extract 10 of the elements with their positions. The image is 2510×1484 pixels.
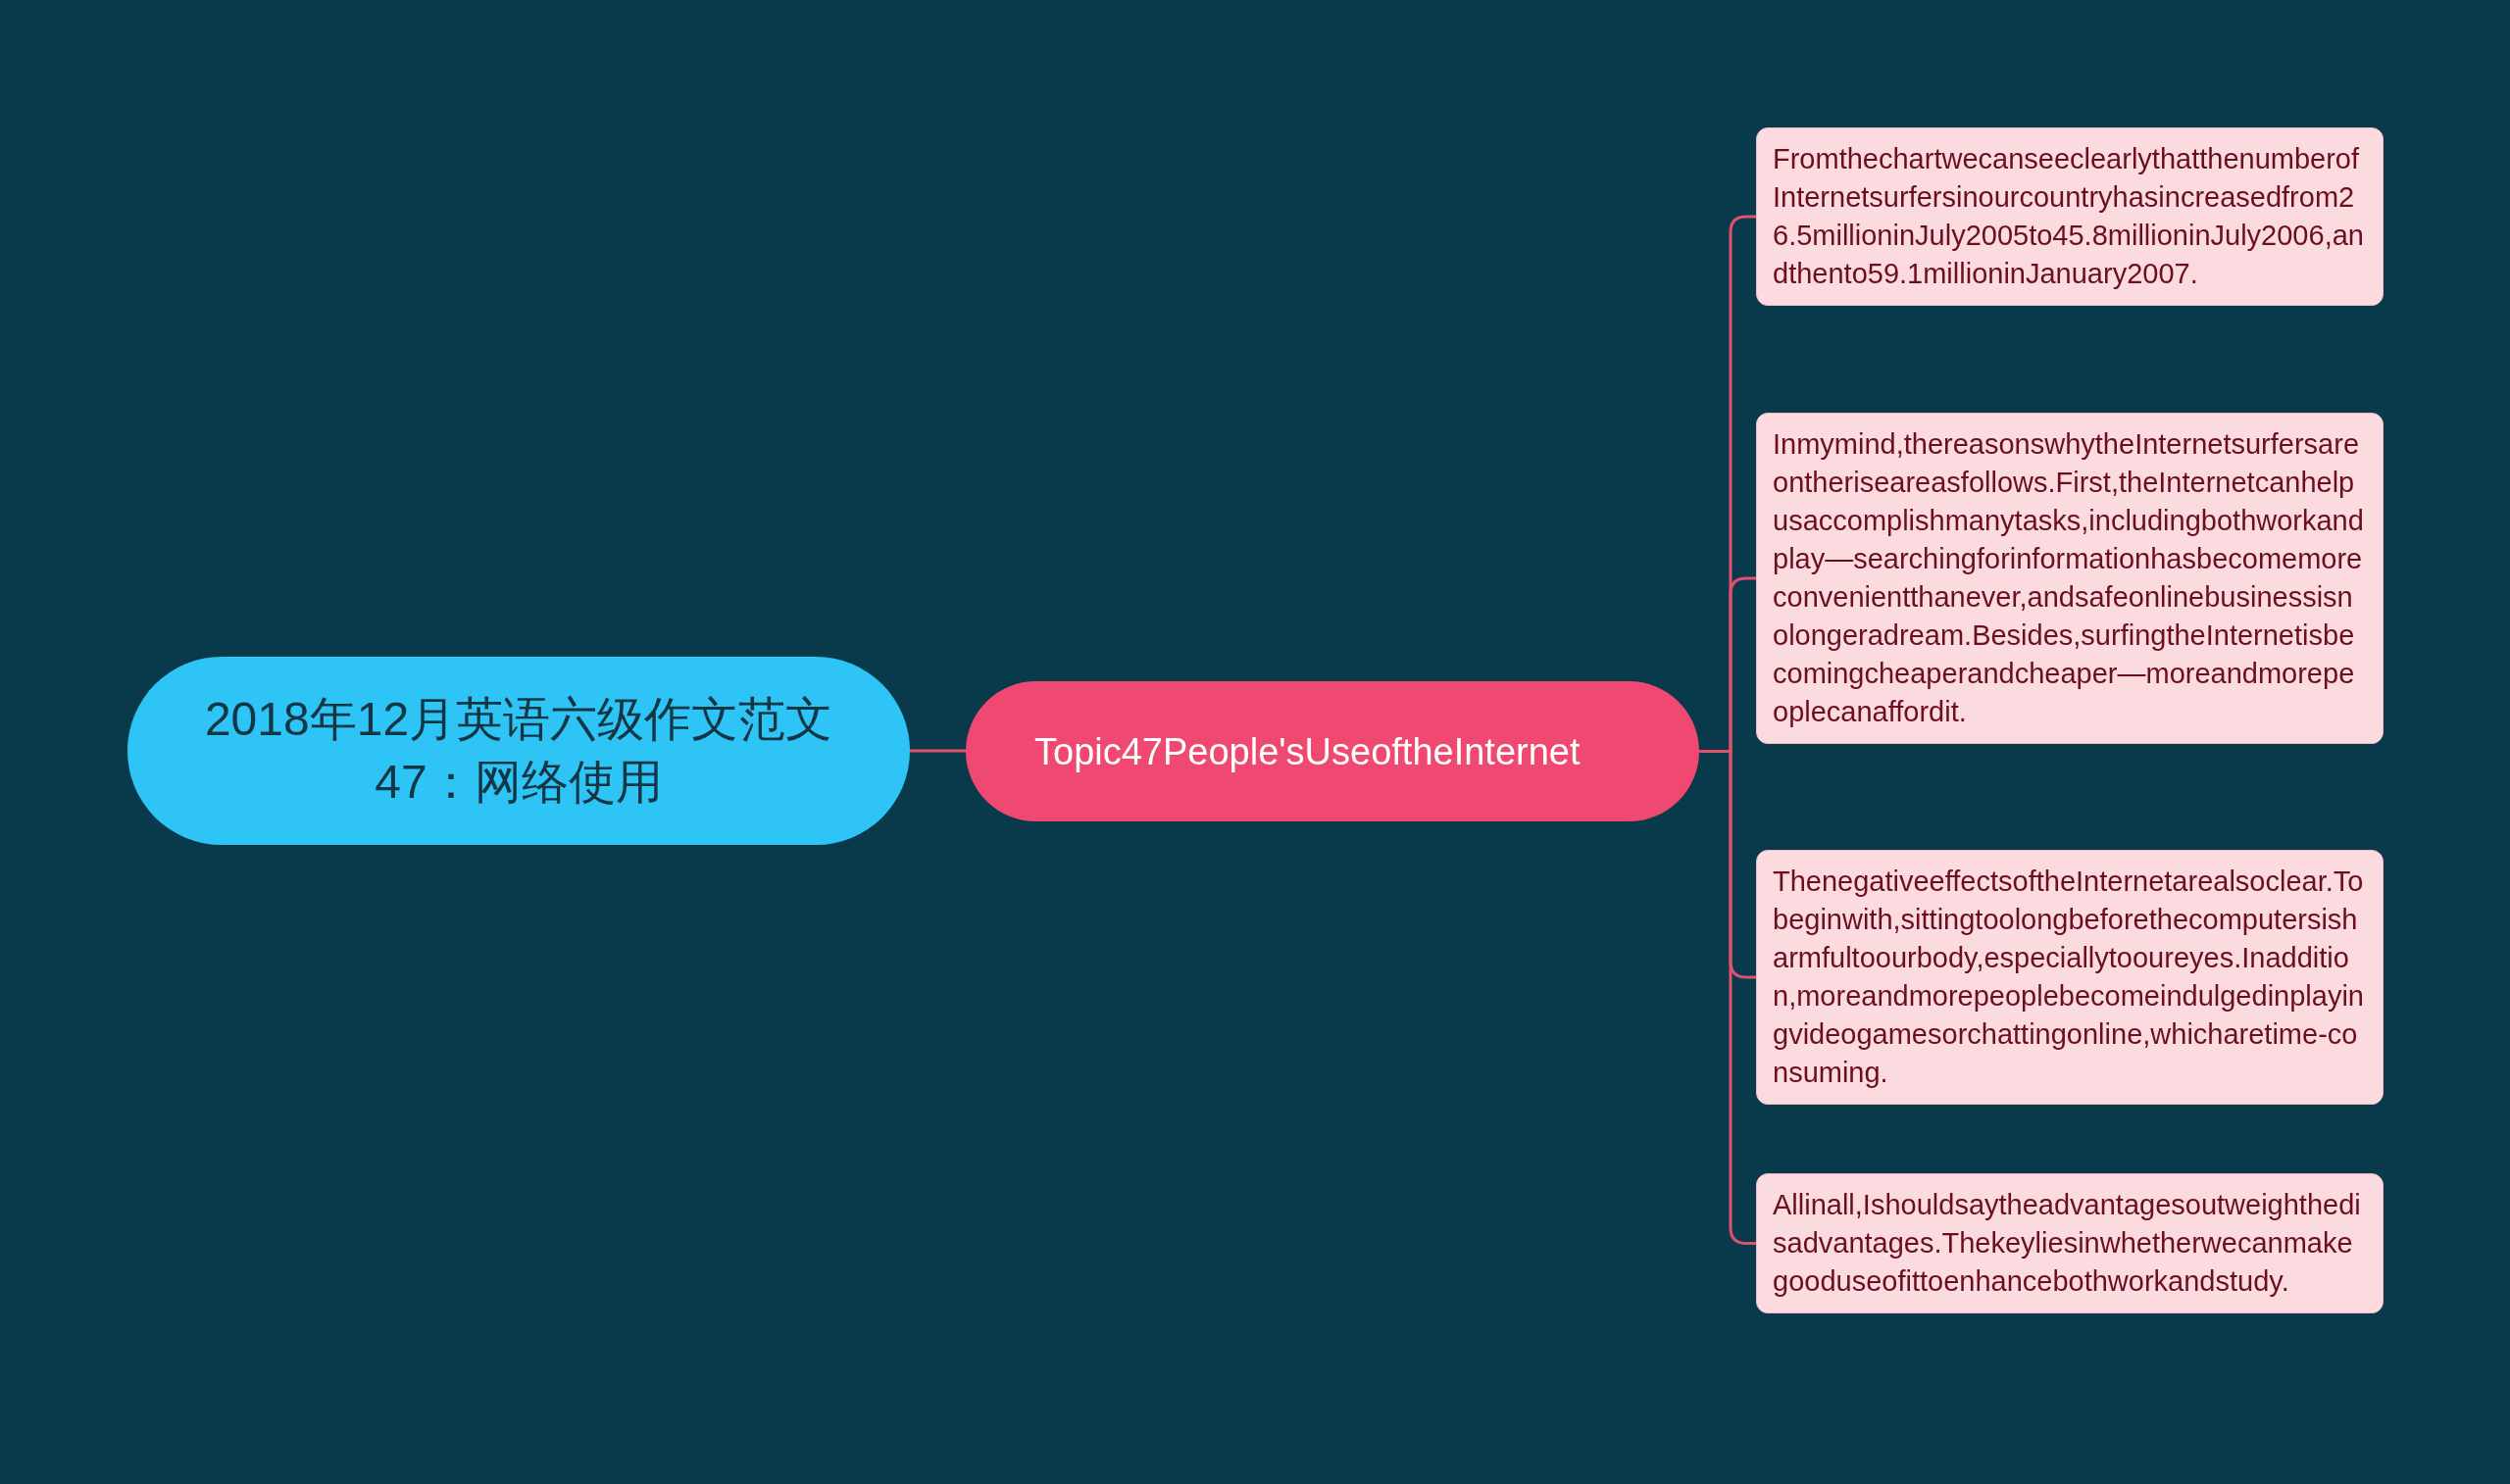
note-text: FromthechartwecanseeclearlythatthenumberofInternetsurfersinourcountryhasincreasedfrom26.5millioninJuly2005to45.8millioninJuly2006,andthento59.1millioninJanuary2007. [1773, 142, 2365, 291]
note-text: Allinall,Ishouldsaytheadvantagesoutweighthedisadvantages.Thekeyliesinwhetherwecanmakegooduseofittoenhancebothworkandstudy. [1773, 1188, 2362, 1299]
note-text: ThenegativeeffectsoftheInternetarealsoclear.Tobeginwith,sittingtoolongbeforethecomputersisharmfultoourbody,especiallytooureyes.Inaddition,moreandmorepeoplebecomeindulgedinplayingvideogamesorchattingonline,whicharetime-consuming. [1773, 865, 2365, 1090]
note-card [1756, 850, 2384, 1105]
topic-text: Topic47People'sUseoftheInternet [1034, 729, 1581, 774]
connector-line [910, 749, 966, 753]
note-card [1756, 127, 2384, 306]
note-text: Inmymind,thereasonswhytheInternetsurfersareontheriseareasfollows.First,theInternetcanhelpusaccomplishmanytasks,includingbothworkandplay—searchingforinformationhasbecomemoreconvenientthanever,andsafeonlinebusinessisnolongeradream.Besides,surfingtheInternetisbecomingcheaperandcheaper—moreandmorepeoplecanaffordit. [1773, 427, 2365, 729]
note-card [1756, 1173, 2384, 1313]
root-topic-text: 2018年12月英语六级作文范文47：网络使用 [203, 692, 834, 810]
